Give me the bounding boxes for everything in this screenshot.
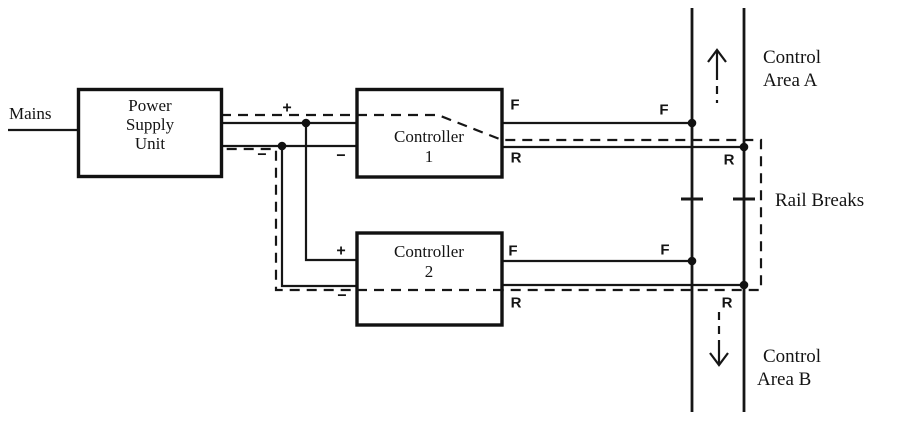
- controller2-label: Controller: [394, 242, 464, 261]
- down-arrow-area-b: [709, 312, 729, 367]
- control-area-b-line2: Area B: [757, 369, 811, 390]
- down-arrow-head: [709, 352, 729, 367]
- rail-r1-label: R: [724, 152, 735, 169]
- controller1-label: Controller: [394, 127, 464, 146]
- power-supply-unit-box: [76, 87, 224, 179]
- rail-breaks-label: Rail Breaks: [775, 190, 864, 211]
- junction-dot-plus: [301, 118, 311, 128]
- psu-label-line3: Unit: [135, 134, 166, 153]
- psu-plus-label: +: [282, 100, 291, 117]
- up-arrow-area-a: [707, 48, 727, 103]
- junction-dot-r1-rail: [739, 142, 749, 152]
- rail-f1-label: F: [659, 102, 668, 119]
- rail-r2-label: R: [722, 295, 733, 312]
- controller1-number: 1: [425, 147, 434, 166]
- controller1-minus-label: −: [336, 148, 345, 165]
- mains-label: Mains: [9, 104, 52, 123]
- controller2-r-terminal: R: [511, 295, 522, 312]
- rail-f2-label: F: [660, 242, 669, 259]
- controller1-f-terminal: F: [510, 97, 519, 114]
- controller1-r-terminal: R: [511, 150, 522, 167]
- wire-plus-branch-to-controller2: [304, 123, 357, 262]
- controller-1-box: [355, 87, 504, 179]
- psu-label-line1: Power: [128, 96, 172, 115]
- wire-minus-branch-to-controller2: [280, 146, 357, 288]
- control-area-a-line1: Control: [763, 47, 821, 68]
- up-arrow-head: [707, 48, 727, 63]
- controller-2-box: [355, 231, 504, 327]
- controller2-f-terminal: F: [508, 243, 517, 260]
- controller2-number: 2: [425, 262, 434, 281]
- controller1-internal-switch-dash: [357, 113, 503, 142]
- controller2-plus-label: +: [336, 243, 345, 260]
- control-area-b-line1: Control: [763, 346, 821, 367]
- junction-dot-f1-rail: [687, 118, 697, 128]
- control-area-a-line2: Area A: [763, 70, 818, 91]
- junction-dot-f2-rail: [687, 256, 697, 266]
- junction-dot-minus: [277, 141, 287, 151]
- psu-minus-label: −: [257, 147, 266, 164]
- psu-label-line2: Supply: [126, 115, 175, 134]
- controller2-minus-label: −: [337, 288, 346, 305]
- junction-dot-r2-rail: [739, 280, 749, 290]
